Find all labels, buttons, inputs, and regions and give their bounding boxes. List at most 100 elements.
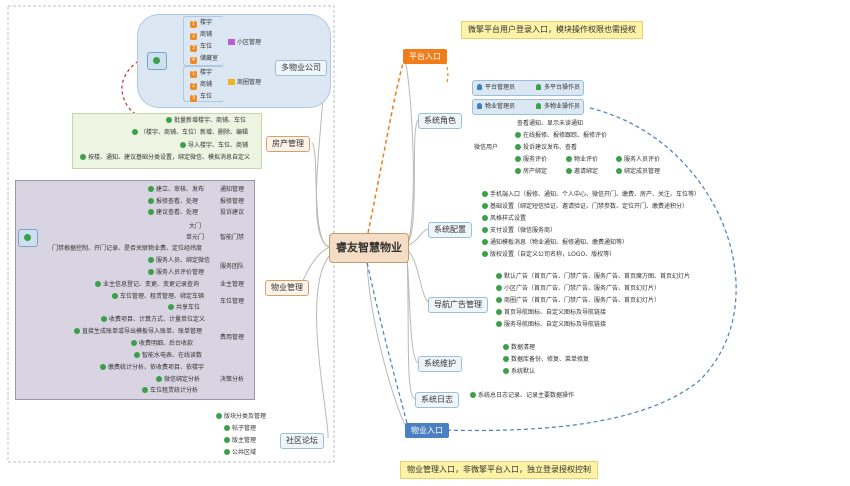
check-icon [482, 191, 488, 197]
company-node[interactable]: 多物业公司 [275, 60, 327, 76]
roles-node[interactable]: 系统角色 [418, 113, 462, 129]
number-badge-icon: 1 [190, 71, 197, 78]
config-item: 版权设置（自定义公司名称，LOGO、版权等） [482, 250, 615, 259]
forum-item: 帖子管理 [224, 424, 256, 433]
check-icon [482, 251, 488, 257]
wechat-grid-item: 绑定成员管理 [616, 167, 660, 176]
maintenance-item: 数据清理 [503, 343, 535, 352]
platform-roles-box [472, 80, 584, 96]
complaint-item: 建议查看、处理 [148, 208, 198, 217]
check-icon [496, 309, 502, 315]
check-icon [515, 156, 521, 162]
flag-icon [228, 79, 235, 85]
check-icon [503, 344, 509, 350]
check-icon [503, 356, 509, 362]
ads-item: 默认广告（首页广告、门禁广告、服务广告、首页魔方图、首页幻灯片 [496, 272, 690, 281]
user-icon [536, 84, 541, 90]
wechat-grid-item: 物业评价 [566, 155, 598, 164]
category-owner[interactable]: 业主管理 [220, 281, 245, 288]
service-item: 服务人员评价管理 [148, 268, 204, 277]
number-badge-icon: 3 [190, 95, 197, 102]
wechat-grid-item: 房产绑定 [515, 167, 547, 176]
wechat-grid-item: 服务人员评价 [616, 155, 660, 164]
repair-item: 报修查看、处理 [148, 197, 198, 206]
platform-callout: 微擎平台用户登录入口，模块操作权限也需授权 [461, 21, 643, 39]
shop-node[interactable]: 商圈管理 [228, 78, 261, 87]
check-icon [496, 321, 502, 327]
fee-item: 智能水电表、在线读数 [134, 351, 202, 360]
analysis-item: 车位租赁统计分析 [142, 386, 198, 395]
check-icon [148, 198, 154, 204]
category-analysis[interactable]: 决策分析 [220, 376, 245, 383]
category-repair[interactable]: 报修管理 [220, 198, 245, 205]
wechat-grid-item: 邀请绑定 [566, 167, 598, 176]
ads-item: 小区广告（首页广告、门禁广告、服务广告、首页幻灯片） [496, 284, 660, 293]
forum-item: 版块分类及管理 [216, 412, 266, 421]
check-icon [156, 376, 162, 382]
gate-note: 门禁根据控制、开门记录、是否关联物业费、定位经纬度 [52, 245, 203, 252]
check-icon [616, 156, 622, 162]
parking-item: 车位管理、租赁管理、绑定车辆 [112, 292, 204, 301]
check-icon [132, 129, 138, 135]
ads-node[interactable]: 导航广告管理 [428, 297, 488, 313]
forum-node[interactable]: 社区论坛 [280, 433, 324, 449]
center-topic[interactable]: 睿友智慧物业 [329, 233, 409, 263]
logs-node[interactable]: 系统日志 [415, 392, 459, 408]
housing-node[interactable]: 房产管理 [266, 136, 310, 152]
community-node[interactable]: 小区管理 [228, 38, 261, 47]
category-notice[interactable]: 通知管理 [220, 186, 245, 193]
check-icon [224, 437, 230, 443]
check-icon [131, 340, 137, 346]
wechat-item: 查看通知、显示未读通知 [517, 120, 584, 127]
analysis-item: 微信绑定分析 [156, 375, 200, 384]
check-icon [503, 368, 509, 374]
maintenance-node[interactable]: 系统维护 [418, 356, 462, 372]
property-mgmt-node[interactable]: 物业管理 [265, 280, 309, 296]
category-complaint[interactable]: 投诉建议 [220, 209, 245, 216]
check-icon [482, 227, 488, 233]
number-badge-icon: 1 [190, 21, 197, 28]
check-icon [566, 168, 572, 174]
check-icon [148, 209, 154, 215]
check-icon [515, 144, 521, 150]
config-node[interactable]: 系统配置 [428, 222, 472, 238]
check-icon [134, 352, 140, 358]
property-entry[interactable]: 物业入口 [405, 423, 449, 438]
wechat-user-node[interactable]: 微信用户 [474, 144, 499, 151]
check-icon [470, 392, 476, 398]
check-icon [166, 117, 172, 123]
check-icon [515, 168, 521, 174]
role-platform-operator: 多平台操作员 [536, 83, 580, 92]
check-icon [224, 449, 230, 455]
category-fee[interactable]: 费用管理 [220, 334, 245, 341]
category-gate[interactable]: 智能门禁 [220, 234, 245, 241]
check-icon [482, 239, 488, 245]
check-icon [112, 293, 118, 299]
number-badge-icon: 2 [190, 33, 197, 40]
notice-item: 建立、审核、发布 [148, 185, 204, 194]
property-panel [15, 180, 255, 400]
category-service[interactable]: 服务团队 [220, 263, 245, 270]
check-icon [482, 203, 488, 209]
maintenance-item: 数据库备份、修复、菜单修复 [503, 355, 589, 364]
gate-unit-door: 单元门 [186, 234, 205, 241]
user-icon [477, 84, 482, 90]
check-icon [148, 186, 154, 192]
check-icon [148, 257, 154, 263]
number-badge-icon: 2 [190, 83, 197, 90]
category-parking[interactable]: 车位管理 [220, 298, 245, 305]
platform-entry[interactable]: 平台入口 [403, 49, 447, 64]
check-icon [616, 168, 622, 174]
owner-item: 业主信息登记、变更、变更记录查询 [95, 280, 199, 289]
number-badge-icon: 3 [190, 45, 197, 52]
forum-item: 公共区域 [224, 448, 256, 457]
check-icon [496, 273, 502, 279]
ads-item: 首页导航图标、自定义图标及导航链接 [496, 308, 606, 317]
check-icon [101, 316, 107, 322]
property-roles-box [472, 99, 584, 115]
